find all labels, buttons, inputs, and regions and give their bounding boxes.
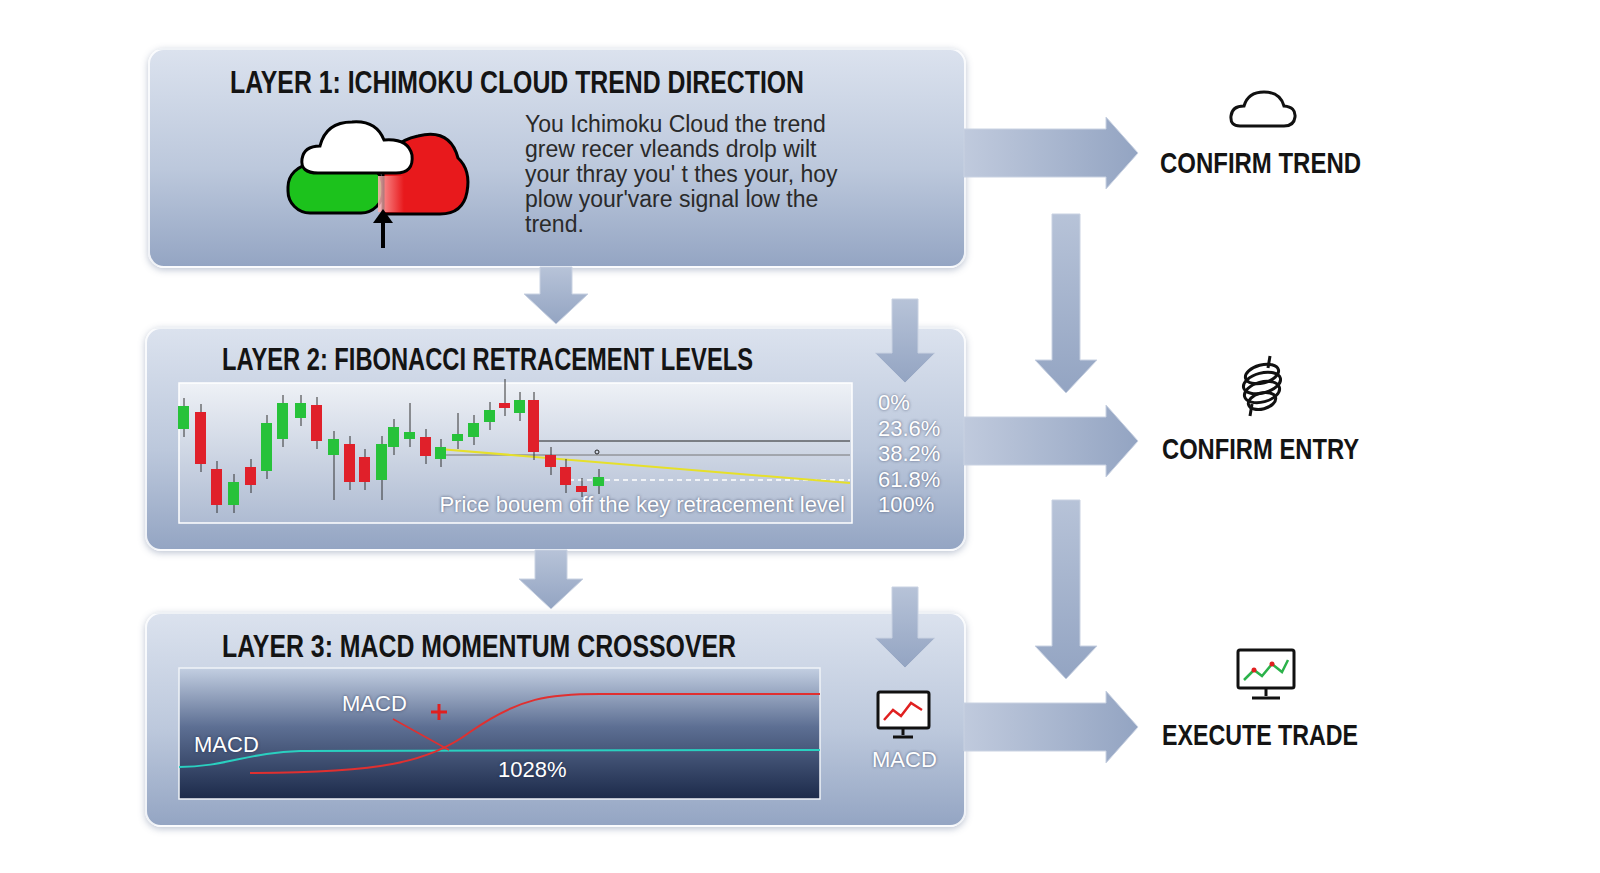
coil-icon (1241, 356, 1283, 416)
layer-heading: LAYER 2: FIBONACCI RETRACEMENT LEVELS (222, 342, 753, 378)
layer-box: LAYER 3: MACD MOMENTUM CROSSOVER (145, 612, 966, 827)
fib-level: 0% (878, 391, 910, 415)
step-node: CONFIRM TREND (1120, 80, 1400, 190)
layer-description: You Ichimoku Cloud the trend grew recer … (525, 112, 855, 237)
step-node: CONFIRM ENTRY (1120, 360, 1400, 470)
block-arrow (519, 550, 583, 609)
block-arrow (875, 587, 935, 668)
fib-level: 38.2% (878, 442, 940, 466)
cloud-icon (1231, 92, 1295, 126)
macd-chart (179, 668, 820, 799)
block-arrow (964, 117, 1138, 189)
signal-name: MACD (342, 692, 407, 716)
fib-level: 23.6% (878, 417, 940, 441)
step-label: EXECUTE TRADE (1162, 718, 1358, 752)
layer-box: LAYER 1: ICHIMOKU CLOUD TREND DIRECTION Y… (148, 48, 966, 268)
fib-level: 61.8% (878, 468, 940, 492)
macd-monitor-icon (878, 692, 929, 737)
block-arrow (875, 299, 935, 383)
block-arrow (1035, 214, 1097, 393)
step-label: CONFIRM ENTRY (1162, 432, 1359, 466)
trade-monitor-icon (1238, 650, 1294, 698)
value-label: 1028% (498, 758, 567, 782)
layer-box: LAYER 2: FIBONACCI RETRACEMENT LEVELS Pri… (145, 327, 966, 551)
step-node: EXECUTE TRADE (1120, 640, 1400, 755)
icon-label: MACD (872, 748, 937, 772)
block-arrow (964, 405, 1138, 477)
block-arrow (524, 267, 588, 324)
block-arrow (964, 691, 1138, 763)
step-label: CONFIRM TREND (1160, 146, 1361, 180)
layer-heading: LAYER 3: MACD MOMENTUM CROSSOVER (222, 629, 736, 665)
signal-name: MACD (194, 733, 259, 757)
block-arrow (1035, 500, 1097, 679)
layer-heading: LAYER 1: ICHIMOKU CLOUD TREND DIRECTION (230, 65, 804, 101)
ichimoku-cloud-art (288, 122, 468, 248)
chart-caption: Price bouem off the key retracement leve… (439, 492, 845, 518)
fib-level: 100% (878, 493, 934, 517)
fibonacci-chart (178, 379, 852, 523)
